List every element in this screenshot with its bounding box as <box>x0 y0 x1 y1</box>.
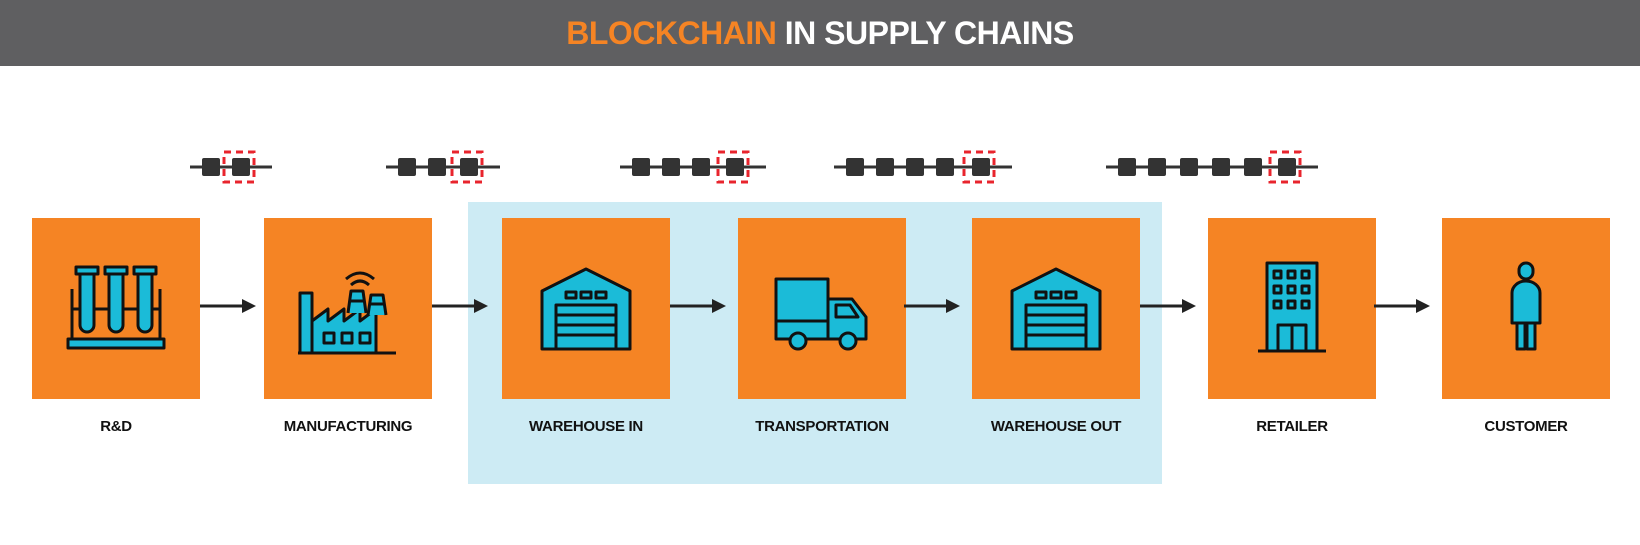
chain-block <box>972 158 990 176</box>
chain-block <box>1118 158 1136 176</box>
stage-transportation <box>738 218 906 399</box>
stage-retailer <box>1208 218 1376 399</box>
chain-block <box>662 158 680 176</box>
chain-block <box>876 158 894 176</box>
stage-label: RETAILER <box>1256 418 1328 435</box>
arrow-1 <box>200 299 256 313</box>
chain-block <box>906 158 924 176</box>
arrow-6 <box>1374 299 1430 313</box>
chain-2 <box>386 150 500 184</box>
chain-block <box>428 158 446 176</box>
chain-block <box>1212 158 1230 176</box>
stage-label: CUSTOMER <box>1484 418 1568 435</box>
arrow-3 <box>670 299 726 313</box>
chain-3 <box>620 150 766 184</box>
new-block-outline <box>1268 150 1302 184</box>
chain-block <box>398 158 416 176</box>
chain-block <box>1278 158 1296 176</box>
title-rest: IN SUPPLY CHAINS <box>776 14 1074 51</box>
new-block-outline <box>716 150 750 184</box>
new-block-outline <box>450 150 484 184</box>
chain-block <box>202 158 220 176</box>
stage-label: WAREHOUSE OUT <box>990 418 1122 435</box>
new-block-outline <box>222 150 256 184</box>
header-bar: BLOCKCHAIN IN SUPPLY CHAINS <box>0 0 1640 66</box>
chain-block <box>632 158 650 176</box>
chain-block <box>1148 158 1166 176</box>
chain-block <box>1180 158 1198 176</box>
arrow-2 <box>432 299 488 313</box>
chain-5 <box>1106 150 1318 184</box>
chain-block <box>232 158 250 176</box>
chain-block <box>726 158 744 176</box>
chain-block <box>460 158 478 176</box>
title-accent: BLOCKCHAIN <box>566 14 777 51</box>
arrow-5 <box>1140 299 1196 313</box>
chain-1 <box>190 150 272 184</box>
stage-manufacturing <box>264 218 432 399</box>
test-tubes-icon <box>66 265 166 349</box>
stage-rnd <box>32 218 200 399</box>
chain-block <box>846 158 864 176</box>
stage-warehouse-out <box>972 218 1140 399</box>
chain-block <box>692 158 710 176</box>
page-title: BLOCKCHAIN IN SUPPLY CHAINS <box>566 14 1074 52</box>
chain-block <box>1244 158 1262 176</box>
stage-label: TRANSPORTATION <box>755 418 889 435</box>
stage-warehouse-in <box>502 218 670 399</box>
building-icon <box>1258 261 1326 352</box>
new-block-outline <box>962 150 996 184</box>
chain-block <box>936 158 954 176</box>
person-icon <box>1510 261 1542 350</box>
chain-4 <box>834 150 1012 184</box>
stage-label: WAREHOUSE IN <box>529 418 643 435</box>
stage-label: MANUFACTURING <box>283 418 413 435</box>
stage-customer <box>1442 218 1610 399</box>
stage-label: R&D <box>100 418 132 435</box>
warehouse-icon <box>540 267 632 350</box>
factory-icon <box>298 271 396 354</box>
arrow-4 <box>904 299 960 313</box>
truck-icon <box>774 277 868 350</box>
warehouse-icon <box>1010 267 1102 350</box>
